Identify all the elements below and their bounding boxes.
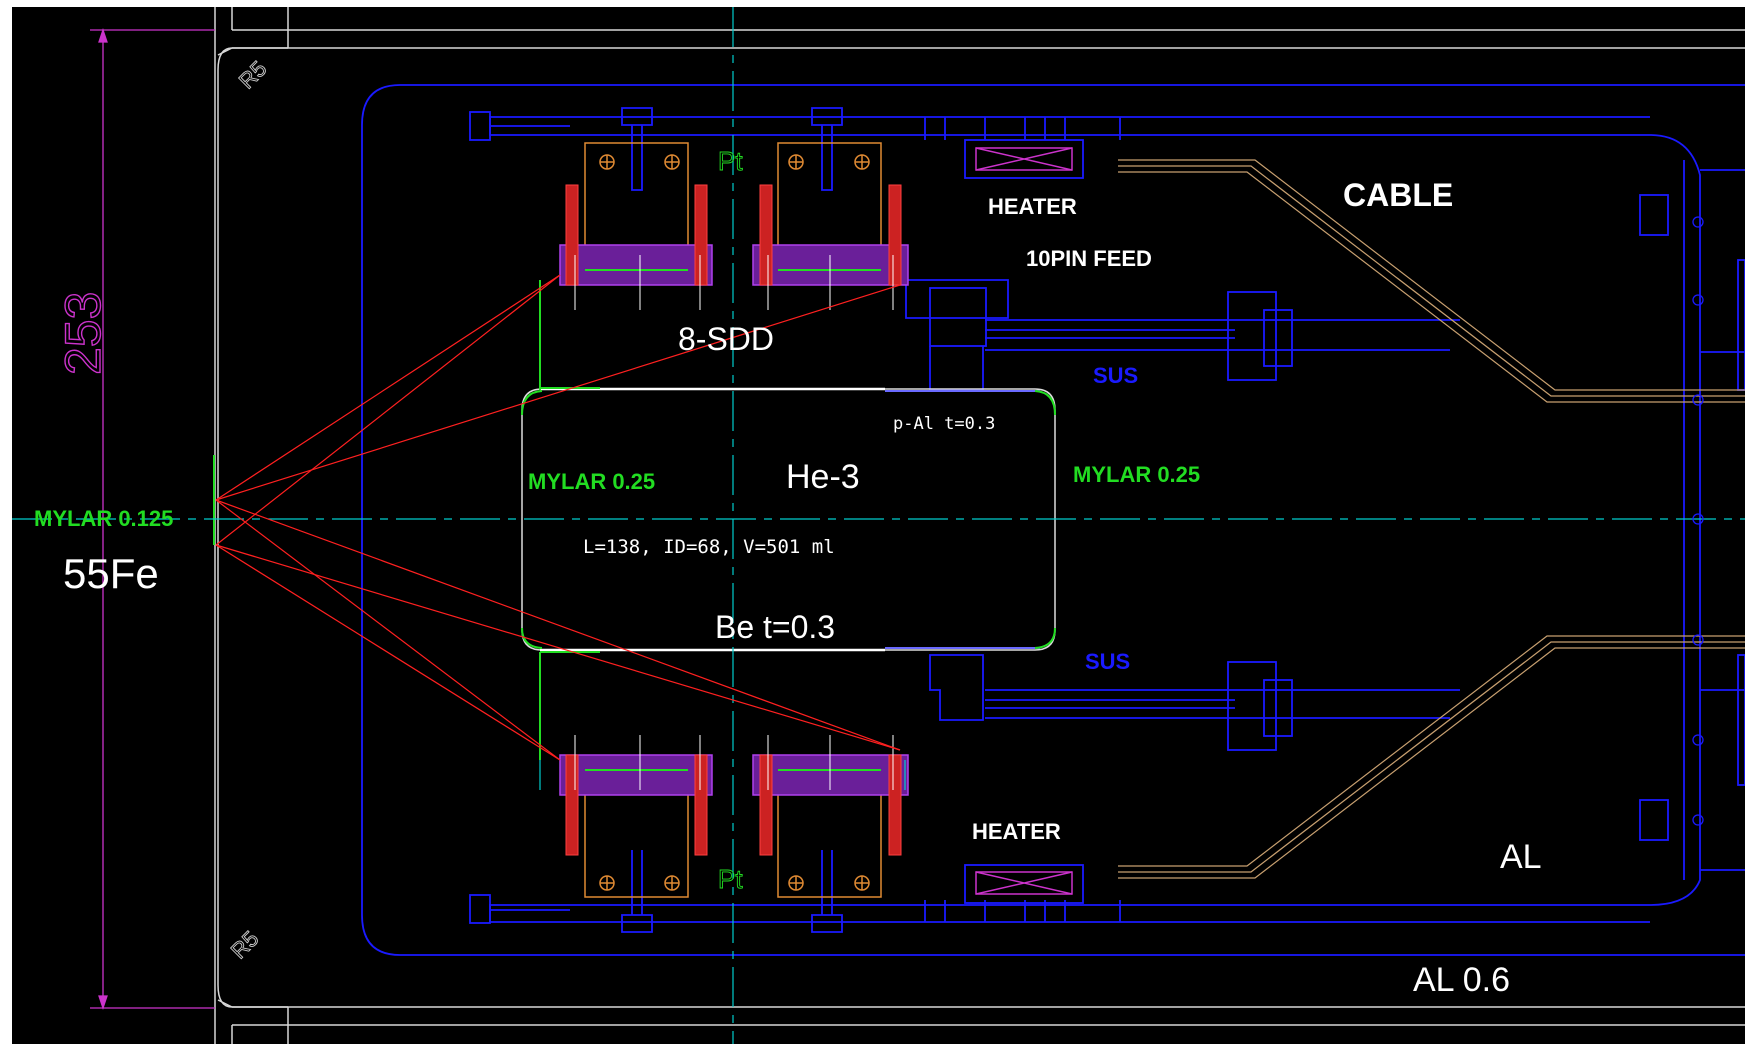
outer-frame [214, 7, 1745, 1044]
feed-label: 10PIN FEED [1026, 246, 1152, 271]
cable-label: CABLE [1343, 177, 1453, 213]
mylar-label-left: MYLAR 0.25 [528, 469, 655, 494]
heater-label-bottom: HEATER [972, 819, 1061, 844]
alignment-markers [1692, 216, 1704, 826]
heater-top [964, 139, 1084, 179]
mylar-supports [213, 280, 600, 760]
source-label: 55Fe [63, 550, 159, 597]
axes [12, 7, 1745, 1044]
source-rays [215, 274, 901, 761]
heater-bottom [964, 864, 1084, 904]
al-wall-label: AL 0.6 [1413, 961, 1510, 999]
p-al-label: p-Al t=0.3 [893, 414, 995, 434]
he3-label: He-3 [786, 458, 860, 496]
dimension-253-label: 253 [55, 292, 111, 375]
sus-label-bottom: SUS [1085, 649, 1130, 674]
cable-bundle [1118, 159, 1745, 879]
cell-spec-label: L=138, ID=68, V=501 ml [583, 536, 835, 558]
sus-label-top: SUS [1093, 363, 1138, 388]
vessel-body [361, 84, 1745, 956]
drawing-background [12, 7, 1745, 1044]
al-label: AL [1500, 838, 1542, 876]
heater-label-top: HEATER [988, 194, 1077, 219]
dimension-253 [90, 27, 215, 1011]
sdd-label: 8-SDD [678, 321, 774, 357]
mylar-source-label: MYLAR 0.125 [34, 506, 173, 531]
he3-cell [521, 387, 1056, 652]
pt-label-bottom: Pt [718, 864, 743, 894]
sdd-detectors [559, 142, 909, 898]
mylar-label-right: MYLAR 0.25 [1073, 462, 1200, 487]
pt-label-top: Pt [718, 146, 743, 176]
be-window-label: Be t=0.3 [715, 609, 835, 645]
